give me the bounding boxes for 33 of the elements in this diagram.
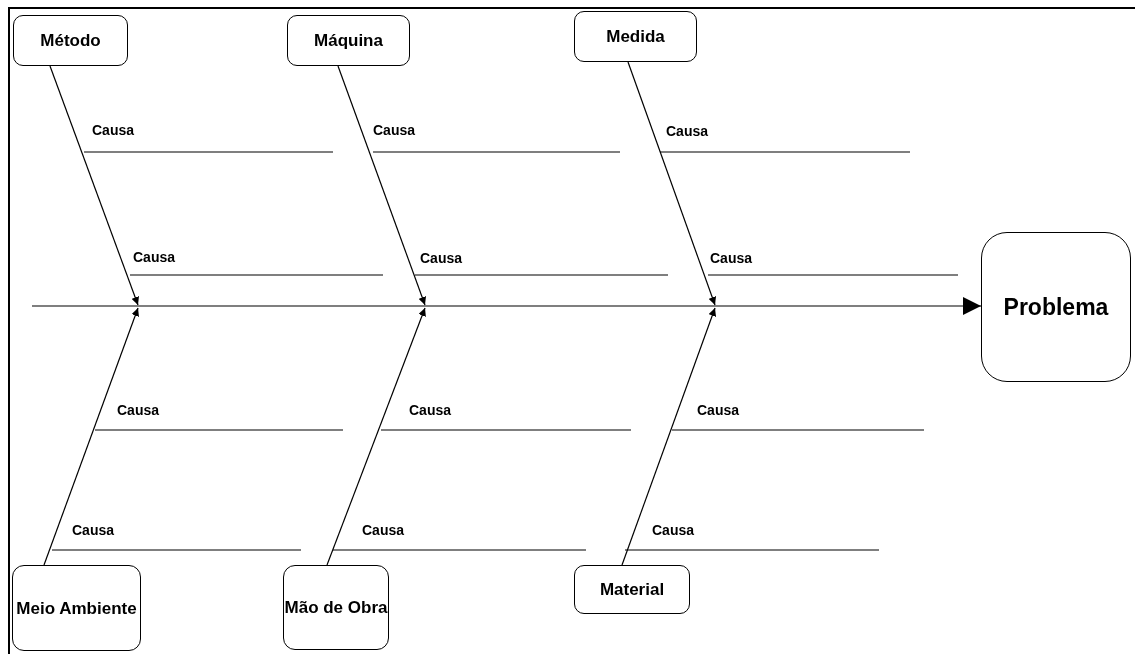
category-label: Medida	[606, 26, 665, 48]
bone-arrow	[627, 61, 717, 306]
bone-arrow	[326, 307, 426, 566]
category-label: Mão de Obra	[284, 597, 388, 619]
cause-label: Causa	[710, 250, 753, 266]
cause-label: Causa	[666, 123, 709, 139]
category-box	[287, 15, 410, 66]
category-label: Método	[40, 30, 101, 52]
cause-label: Causa	[697, 402, 740, 418]
cause-label: Causa	[72, 522, 115, 538]
cause-label: Causa	[92, 122, 135, 138]
cause-label: Causa	[420, 250, 463, 266]
category-label: Meio Ambiente	[16, 597, 137, 620]
bone-arrow	[621, 307, 717, 566]
cause-label: Causa	[409, 402, 452, 418]
effect-label: Problema	[1003, 292, 1109, 322]
cause-label: Causa	[652, 522, 695, 538]
category-box	[12, 565, 141, 651]
category-box	[13, 15, 128, 66]
category-label: Máquina	[314, 30, 383, 52]
cause-label: Causa	[362, 522, 405, 538]
bone-arrow	[49, 65, 139, 306]
category-label: Material	[599, 579, 665, 601]
effect-box	[981, 232, 1131, 382]
category-box	[574, 565, 690, 614]
cause-label: Causa	[373, 122, 416, 138]
category-box	[283, 565, 389, 650]
cause-label: Causa	[133, 249, 176, 265]
category-box	[574, 11, 697, 62]
cause-label: Causa	[117, 402, 160, 418]
bone-arrow	[337, 65, 426, 306]
bone-arrow	[43, 307, 139, 566]
spine-arrow	[31, 297, 982, 315]
